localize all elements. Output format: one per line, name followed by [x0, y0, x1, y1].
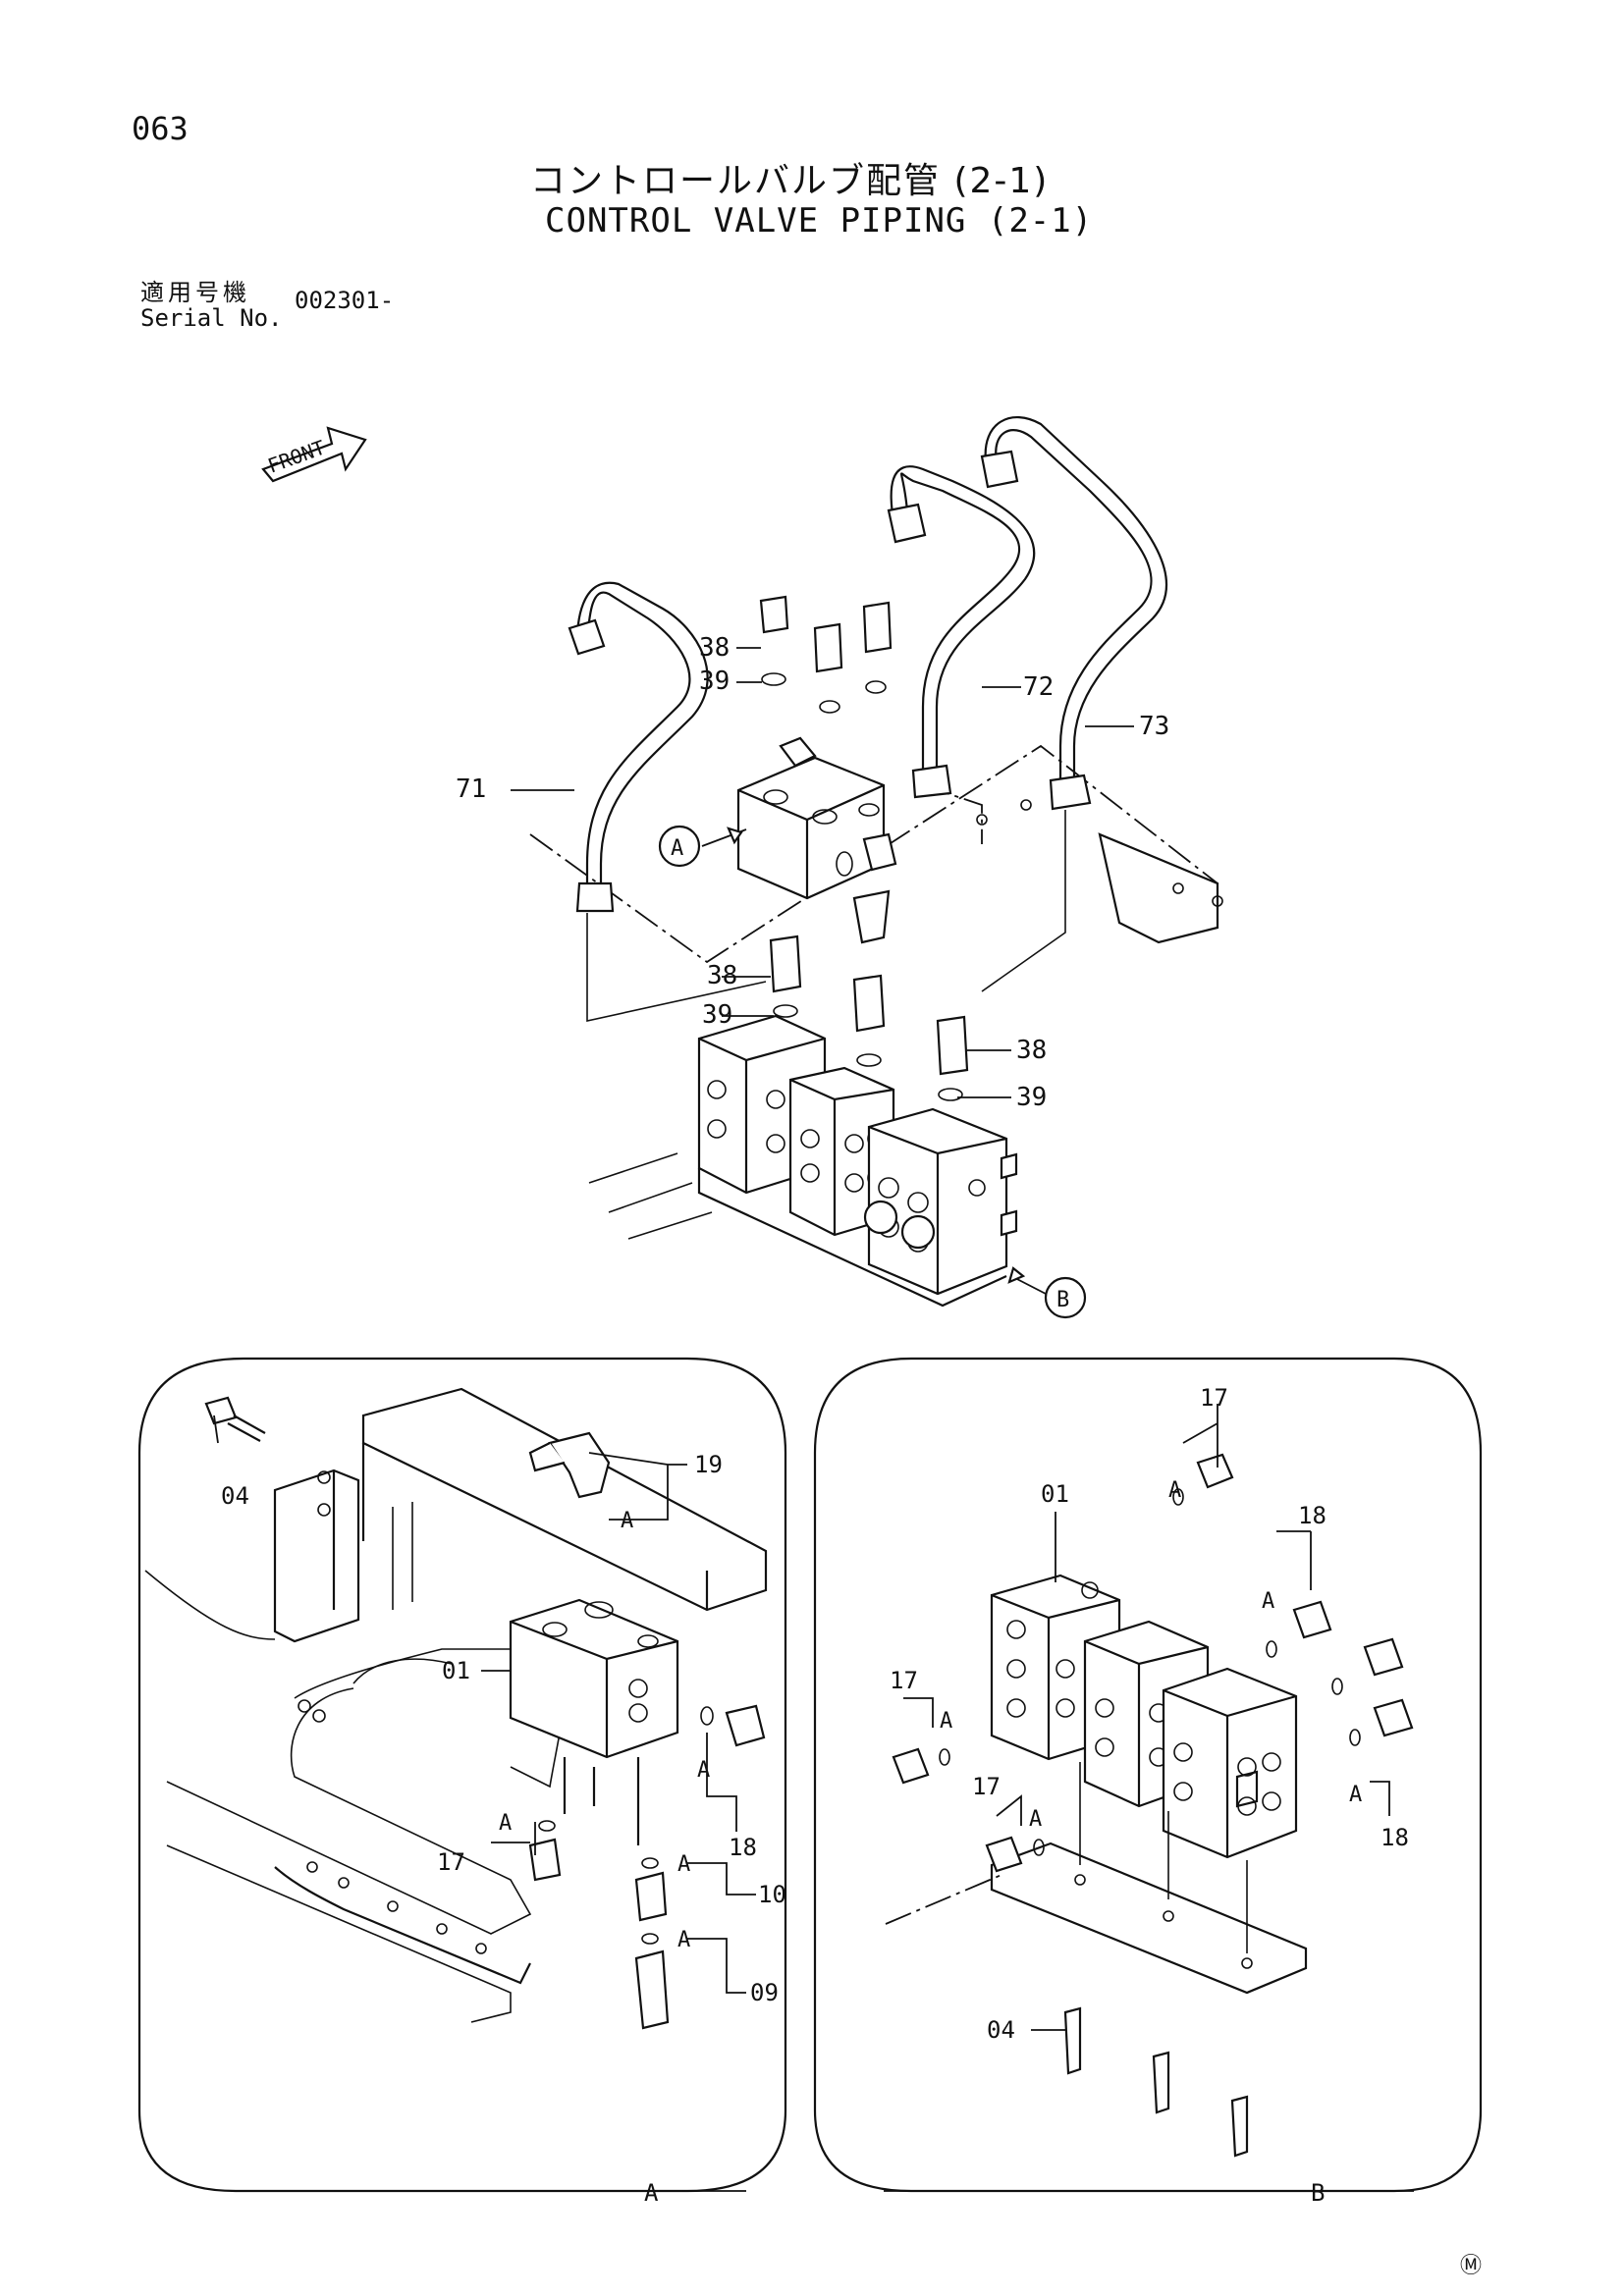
inset-a-ref-a-10: A	[677, 1852, 690, 1877]
inset-a-callout-10: 10	[758, 1881, 786, 1908]
inset-b-callout-17-top: 17	[1200, 1384, 1228, 1412]
callout-39-left: 39	[702, 1000, 732, 1030]
inset-b-callout-01: 01	[1041, 1480, 1069, 1508]
inset-a-ref-a-17: A	[499, 1811, 512, 1836]
serial-label-english: Serial No.	[140, 304, 283, 332]
inset-a-ref-a-18: A	[697, 1758, 710, 1783]
inset-a-callout-19: 19	[694, 1451, 723, 1478]
inset-a-label: A	[644, 2179, 659, 2207]
callout-39-upper: 39	[699, 667, 730, 696]
inset-b-ref-a-18-top: A	[1262, 1589, 1274, 1614]
inset-a-detail	[137, 1357, 787, 2193]
corner-mark: Ⓜ	[1460, 2254, 1483, 2278]
detail-marker-a: A	[671, 836, 683, 861]
inset-b-callout-17-left: 17	[890, 1667, 918, 1694]
inset-a-ref-a-19: A	[621, 1509, 633, 1533]
inset-a-ref-a-09: A	[677, 1928, 690, 1952]
inset-b-callout-18-right: 18	[1380, 1824, 1409, 1851]
upper-block	[736, 736, 897, 944]
inset-a-callout-09: 09	[750, 1979, 779, 2006]
front-arrow-icon: FRONT	[261, 426, 367, 483]
callout-38-upper: 38	[699, 633, 730, 663]
inset-a-callout-18: 18	[729, 1834, 757, 1861]
detail-marker-b: B	[1056, 1288, 1069, 1312]
inset-b-ref-a-17-left: A	[940, 1709, 952, 1734]
inset-a-callout-01: 01	[442, 1657, 470, 1684]
callout-72: 72	[1023, 672, 1054, 702]
callout-73: 73	[1139, 712, 1169, 741]
main-assembly	[511, 415, 1223, 1319]
inset-b-label: B	[1311, 2179, 1325, 2207]
inset-a-callout-17: 17	[437, 1848, 465, 1876]
callout-71: 71	[456, 774, 486, 804]
inset-b-callout-04: 04	[987, 2016, 1015, 2044]
callout-39-right: 39	[1016, 1083, 1047, 1112]
inset-b-ref-a-17-top: A	[1168, 1478, 1181, 1503]
title-english: CONTROL VALVE PIPING (2-1)	[545, 201, 1094, 240]
inset-b-callout-18-top: 18	[1298, 1502, 1326, 1529]
inset-b-callout-17-mid: 17	[972, 1773, 1001, 1800]
inset-b-ref-a-17-mid: A	[1029, 1807, 1042, 1832]
callout-38-right: 38	[1016, 1036, 1047, 1065]
inset-b-ref-a-18-right: A	[1349, 1783, 1362, 1807]
inset-b-detail	[813, 1357, 1483, 2193]
inset-a-callout-04: 04	[221, 1482, 249, 1510]
title-japanese: コントロールバルブ配管 (2-1)	[530, 161, 1050, 201]
serial-value: 002301-	[295, 287, 395, 314]
serial-label-japanese: 適用号機	[140, 279, 250, 306]
callout-38-left: 38	[707, 961, 737, 990]
lower-valve-sections	[588, 1014, 1018, 1308]
page-number: 063	[132, 110, 189, 147]
